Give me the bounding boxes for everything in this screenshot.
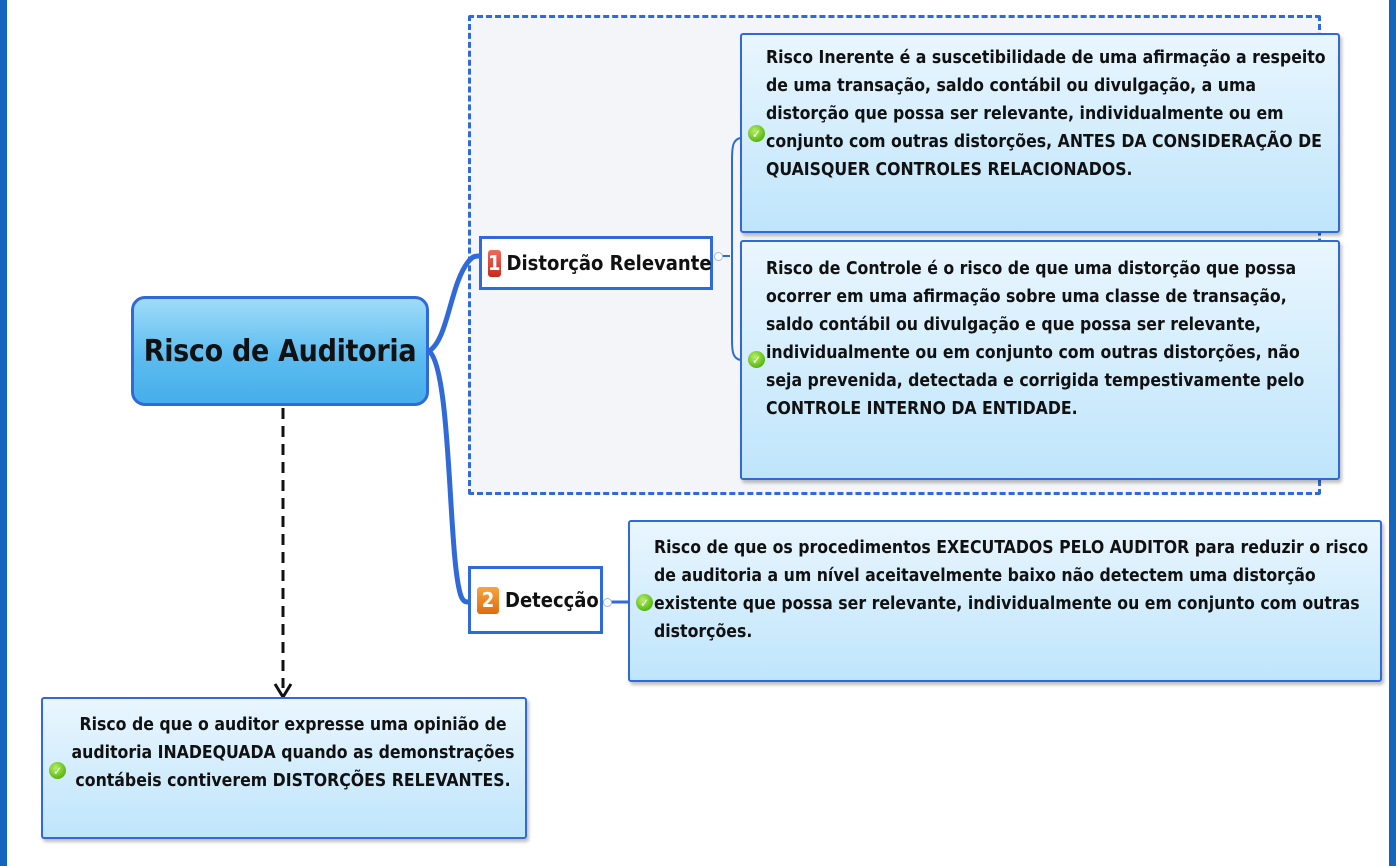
central-topic[interactable]: Risco de Auditoria — [131, 296, 429, 406]
leaf-risco-controle[interactable]: ✓ Risco de Controle é o risco de que uma… — [740, 240, 1340, 480]
check-icon: ✓ — [636, 594, 653, 611]
left-frame-border — [0, 0, 7, 866]
check-icon: ✓ — [748, 125, 765, 142]
leaf-deteccao[interactable]: ✓ Risco de que os procedimentos EXECUTAD… — [628, 520, 1382, 682]
leaf-risco-controle-text: Risco de Controle é o risco de que uma d… — [766, 259, 1305, 419]
leaf-definicao-text: Risco de que o auditor expresse uma opin… — [71, 715, 515, 791]
collapse-knob-icon[interactable] — [603, 598, 612, 607]
connector-branch1-leaves — [722, 137, 741, 361]
priority-1-icon: 1 — [488, 249, 501, 277]
branch-deteccao-label: Detecção — [505, 588, 599, 612]
leaf-risco-inerente-text: Risco Inerente é a suscetibilidade de um… — [766, 48, 1326, 180]
connector-central-branch2 — [427, 349, 469, 605]
right-frame-border — [1389, 0, 1396, 866]
branch-deteccao[interactable]: 2 Detecção — [468, 566, 603, 634]
leaf-definicao[interactable]: ✓ Risco de que o auditor expresse uma op… — [41, 697, 527, 839]
connector-central-branch1 — [427, 253, 480, 354]
check-icon: ✓ — [49, 762, 66, 779]
collapse-knob-icon[interactable] — [714, 252, 723, 261]
branch-distorcao-relevante-label: Distorção Relevante — [506, 251, 712, 275]
leaf-deteccao-text: Risco de que os procedimentos EXECUTADOS… — [654, 538, 1369, 642]
branch-distorcao-relevante[interactable]: 1 Distorção Relevante — [479, 236, 713, 290]
check-icon: ✓ — [748, 351, 765, 368]
central-topic-label: Risco de Auditoria — [143, 333, 417, 369]
priority-2-icon: 2 — [477, 586, 499, 614]
leaf-risco-inerente[interactable]: ✓ Risco Inerente é a suscetibilidade de … — [740, 33, 1340, 233]
